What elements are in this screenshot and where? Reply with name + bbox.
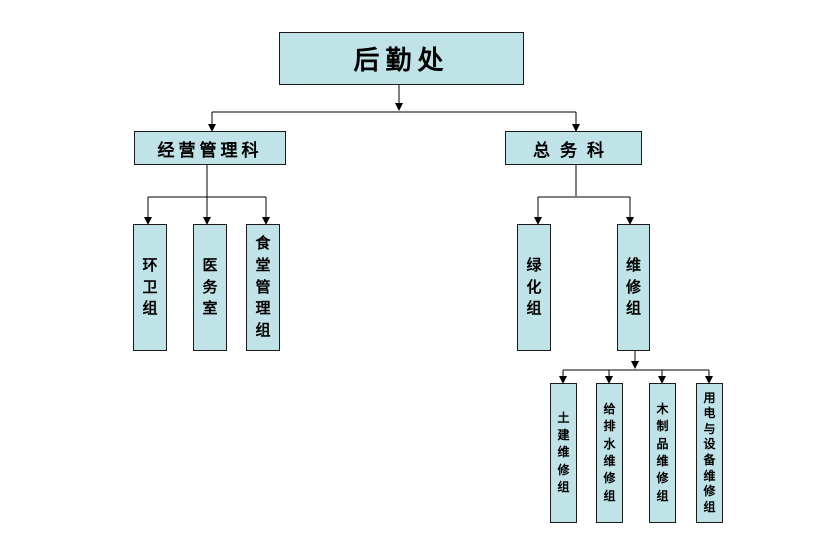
- group-label-sanitation: 环卫组: [142, 255, 158, 318]
- team-label-electric: 用电与设备维修组: [703, 390, 716, 514]
- team-node-plumbing: 给排水维修组: [596, 383, 623, 523]
- group-node-canteen: 食堂管理组: [246, 224, 280, 351]
- team-node-electric: 用电与设备维修组: [696, 383, 723, 523]
- dept-node-general: 总务科: [505, 131, 642, 165]
- team-node-woodwork: 木制品维修组: [649, 383, 676, 523]
- group-label-greening: 绿化组: [526, 255, 542, 318]
- group-node-maintenance: 维修组: [617, 224, 650, 351]
- group-label-canteen: 食堂管理组: [255, 234, 271, 340]
- group-label-maintenance: 维修组: [625, 255, 641, 318]
- group-label-clinic: 医务室: [202, 255, 218, 318]
- team-node-civil: 土建维修组: [550, 383, 577, 523]
- team-label-woodwork: 木制品维修组: [656, 401, 669, 503]
- group-node-clinic: 医务室: [193, 224, 227, 351]
- team-label-plumbing: 给排水维修组: [603, 401, 616, 503]
- dept-label-business: 经营管理科: [157, 140, 263, 161]
- dept-node-business: 经营管理科: [134, 131, 286, 165]
- group-node-sanitation: 环卫组: [133, 224, 167, 351]
- team-label-civil: 土建维修组: [557, 410, 570, 495]
- root-label: 后勤处: [353, 46, 450, 76]
- group-node-greening: 绿化组: [517, 224, 551, 351]
- dept-label-general: 总务科: [533, 140, 614, 161]
- root-node: 后勤处: [279, 32, 524, 85]
